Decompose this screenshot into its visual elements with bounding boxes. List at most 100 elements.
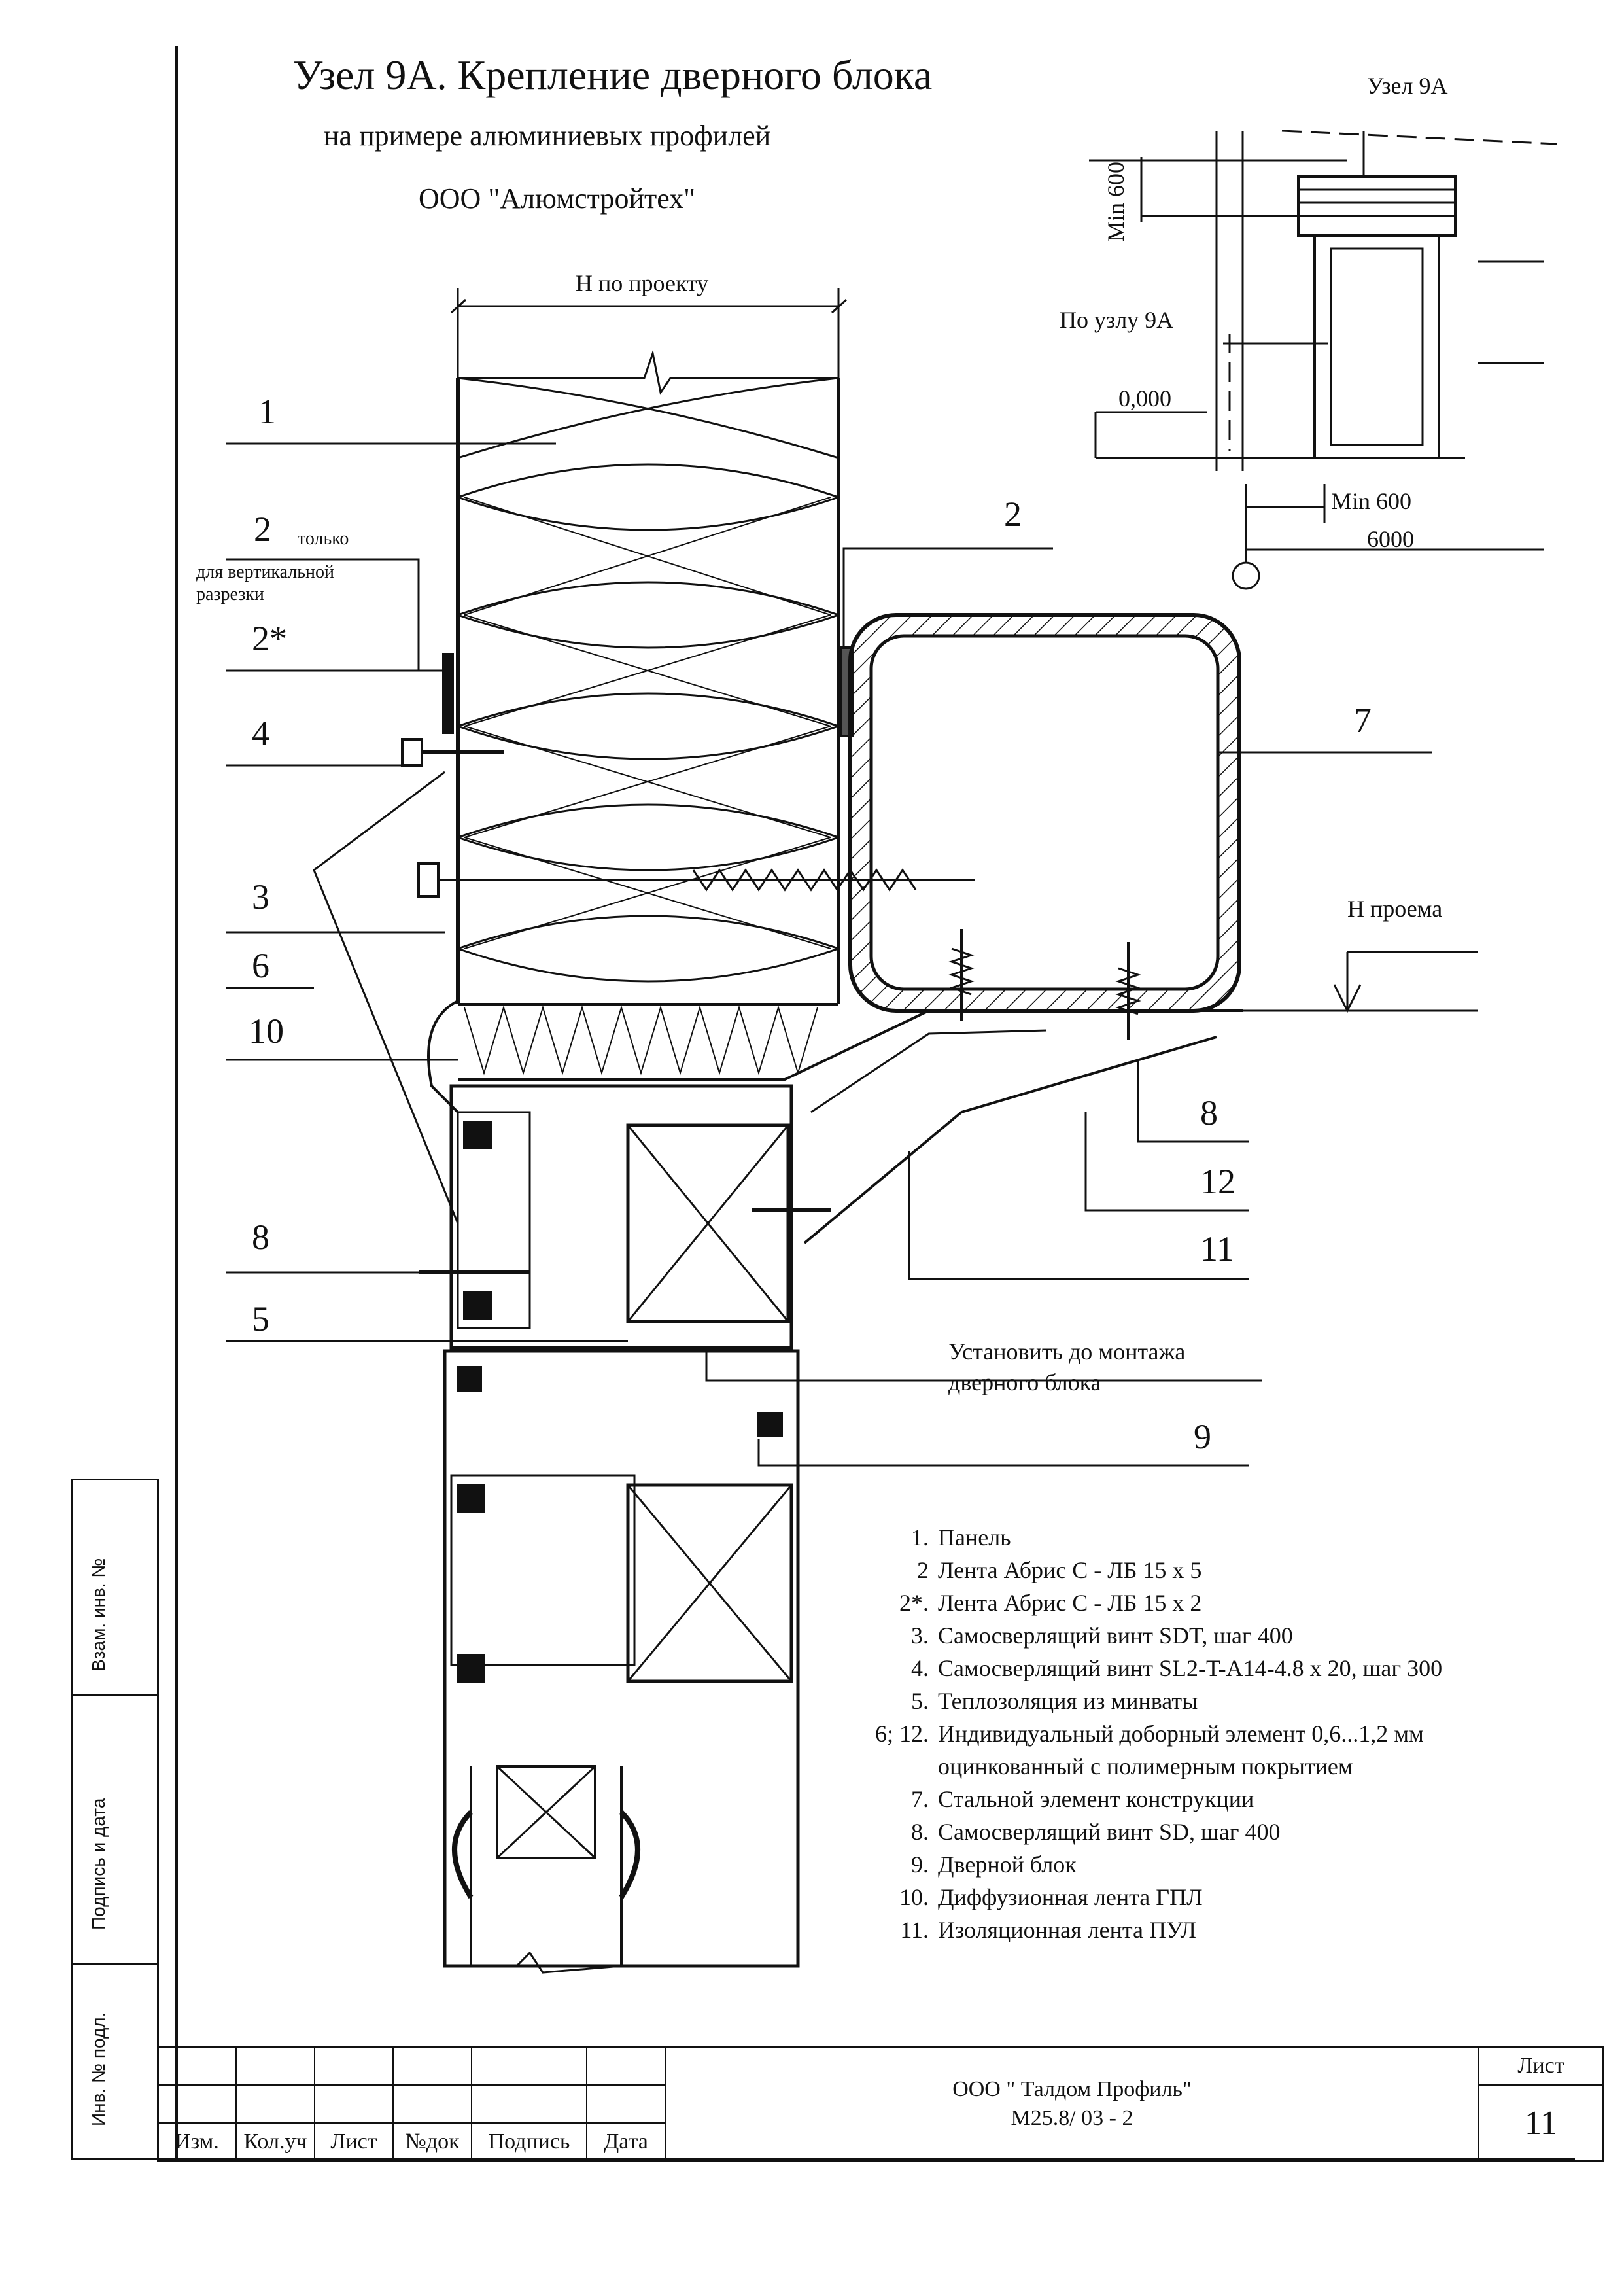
stamp-podpis: Подпись (471, 2122, 587, 2162)
stamp-data: Дата (586, 2122, 666, 2162)
dim-h-opening: Н проема (1347, 896, 1443, 922)
legend-num: 6; 12. (874, 1721, 929, 1747)
stamp-org-cell: ООО " Талдом Профиль" М25.8/ 03 - 2 (665, 2046, 1479, 2162)
stamp-cell (471, 2084, 587, 2124)
stamp-cell (471, 2046, 587, 2086)
legend-text: Самосверлящий винт SD, шаг 400 (938, 1819, 1281, 1845)
legend-num: 5. (911, 1688, 929, 1714)
callout-3: 3 (252, 877, 269, 917)
legend-text: Самосверлящий винт SDT, шаг 400 (938, 1622, 1293, 1649)
install-note-line1: Установить до монтажа (948, 1339, 1186, 1365)
callout-8-right: 8 (1200, 1093, 1218, 1132)
page-subtitle: на примере алюминиевых профилей (324, 120, 771, 152)
stamp-cell (157, 2046, 237, 2086)
title-block: ООО " Талдом Профиль" М25.8/ 03 - 2 Лист… (157, 2046, 1604, 2162)
legend-num: 3. (911, 1622, 929, 1649)
callout-2star: 2* (252, 619, 287, 658)
page-title: Узел 9А. Крепление дверного блока (293, 52, 933, 98)
stamp-list: Лист (314, 2122, 394, 2162)
side-column-right (157, 1479, 159, 2159)
stamp-sheet-number: 11 (1478, 2084, 1604, 2162)
dim-span: 6000 (1367, 526, 1414, 552)
legend-text: Дверной блок (938, 1851, 1077, 1878)
stamp-code: М25.8/ 03 - 2 (1011, 2106, 1133, 2130)
dim-min600-vertical: Min 600 (1103, 161, 1129, 242)
stamp-cell (392, 2084, 472, 2124)
legend-num: 2 (917, 1557, 929, 1583)
dim-by-node: По узлу 9А (1060, 307, 1174, 333)
legend-item: 2 Лента Абрис С - ЛБ 15 х 5 (850, 1554, 1442, 1586)
stamp-cell (586, 2046, 666, 2086)
legend-item: 4. Самосверлящий винт SL2-T-A14-4.8 х 20,… (850, 1652, 1442, 1685)
legend-item: 10. Диффузионная лента ГПЛ (850, 1881, 1442, 1914)
dim-node-ref: Узел 9А (1367, 73, 1448, 99)
side-divider-3 (71, 1963, 159, 1965)
side-divider-2 (71, 1694, 159, 1696)
legend-num: 10. (899, 1884, 929, 1910)
callout-5: 5 (252, 1299, 269, 1339)
legend-text: Диффузионная лента ГПЛ (938, 1884, 1203, 1910)
callout-9: 9 (1194, 1417, 1211, 1456)
dim-min600-horizontal: Min 600 (1331, 488, 1412, 514)
callout-8-left: 8 (252, 1218, 269, 1257)
stamp-cell (314, 2084, 394, 2124)
legend-item: 6; 12. Индивидуальный доборный элемент 0,… (850, 1717, 1442, 1750)
legend-item: 8. Самосверлящий винт SD, шаг 400 (850, 1815, 1442, 1848)
stamp-cell (235, 2046, 315, 2086)
stamp-ndok: №док (392, 2122, 472, 2162)
side-column-left (71, 1479, 73, 2159)
legend-item: 1. Панель (850, 1521, 1442, 1554)
install-note-line2: дверного блока (948, 1369, 1101, 1395)
legend-text: Теплозоляция из минваты (938, 1688, 1198, 1714)
callout-2-left: 2 (254, 510, 271, 549)
legend-item: 2*. Лента Абрис С - ЛБ 15 х 2 (850, 1586, 1442, 1619)
legend-text: оцинкованный с полимерным покрытием (938, 1753, 1353, 1779)
legend-text: Изоляционная лента ПУЛ (938, 1917, 1196, 1943)
dim-h-project: Н по проекту (576, 270, 709, 296)
side-divider-1 (71, 1479, 159, 1480)
stamp-org: ООО " Талдом Профиль" (952, 2077, 1192, 2101)
legend: 1. Панель 2 Лента Абрис С - ЛБ 15 х 5 2*. Л… (850, 1521, 1442, 1946)
legend-text: Стальной элемент конструкции (938, 1786, 1254, 1812)
callout-12: 12 (1200, 1162, 1235, 1201)
legend-num: 8. (911, 1819, 929, 1845)
stamp-cell (157, 2084, 237, 2124)
company-name: ООО "Алюмстройтех" (419, 183, 696, 215)
legend-num: 2*. (899, 1590, 929, 1616)
legend-text: Самосверлящий винт SL2-T-A14-4.8 х 20, ш… (938, 1655, 1443, 1681)
legend-item: 7. Стальной элемент конструкции (850, 1783, 1442, 1815)
frame-left-line (175, 46, 178, 2159)
stamp-cell (314, 2046, 394, 2086)
stamp-sheet-label: Лист (1478, 2046, 1604, 2086)
legend-num: 11. (900, 1917, 929, 1943)
callout-1: 1 (258, 392, 276, 431)
stamp-cell (586, 2084, 666, 2124)
legend-item: 5. Теплозоляция из минваты (850, 1685, 1442, 1717)
legend-num: 7. (911, 1786, 929, 1812)
legend-item: 9. Дверной блок (850, 1848, 1442, 1881)
callout-6: 6 (252, 946, 269, 985)
legend-num: 1. (911, 1524, 929, 1550)
stamp-kolch: Кол.уч (235, 2122, 315, 2162)
legend-text: Индивидуальный доборный элемент 0,6...1,… (938, 1721, 1424, 1747)
legend-item: оцинкованный с полимерным покрытием (850, 1750, 1442, 1783)
legend-num (850, 1750, 938, 1783)
callout-10: 10 (249, 1011, 284, 1051)
dim-zero: 0,000 (1118, 385, 1171, 412)
legend-num: 9. (911, 1851, 929, 1878)
stamp-izm: Изм. (157, 2122, 237, 2162)
legend-text: Панель (938, 1524, 1011, 1550)
callout-2-right: 2 (1004, 495, 1022, 534)
callout-11: 11 (1200, 1229, 1234, 1269)
callout-7: 7 (1354, 701, 1372, 740)
stamp-cell (235, 2084, 315, 2124)
legend-item: 11. Изоляционная лента ПУЛ (850, 1914, 1442, 1946)
legend-text: Лента Абрис С - ЛБ 15 х 2 (938, 1590, 1202, 1616)
callout-2-only: только (298, 529, 349, 549)
legend-text: Лента Абрис С - ЛБ 15 х 5 (938, 1557, 1202, 1583)
stamp-cell (392, 2046, 472, 2086)
legend-item: 3. Самосверлящий винт SDT, шаг 400 (850, 1619, 1442, 1652)
legend-num: 4. (911, 1655, 929, 1681)
callout-2-note: для вертикальной разрезки (196, 562, 334, 604)
